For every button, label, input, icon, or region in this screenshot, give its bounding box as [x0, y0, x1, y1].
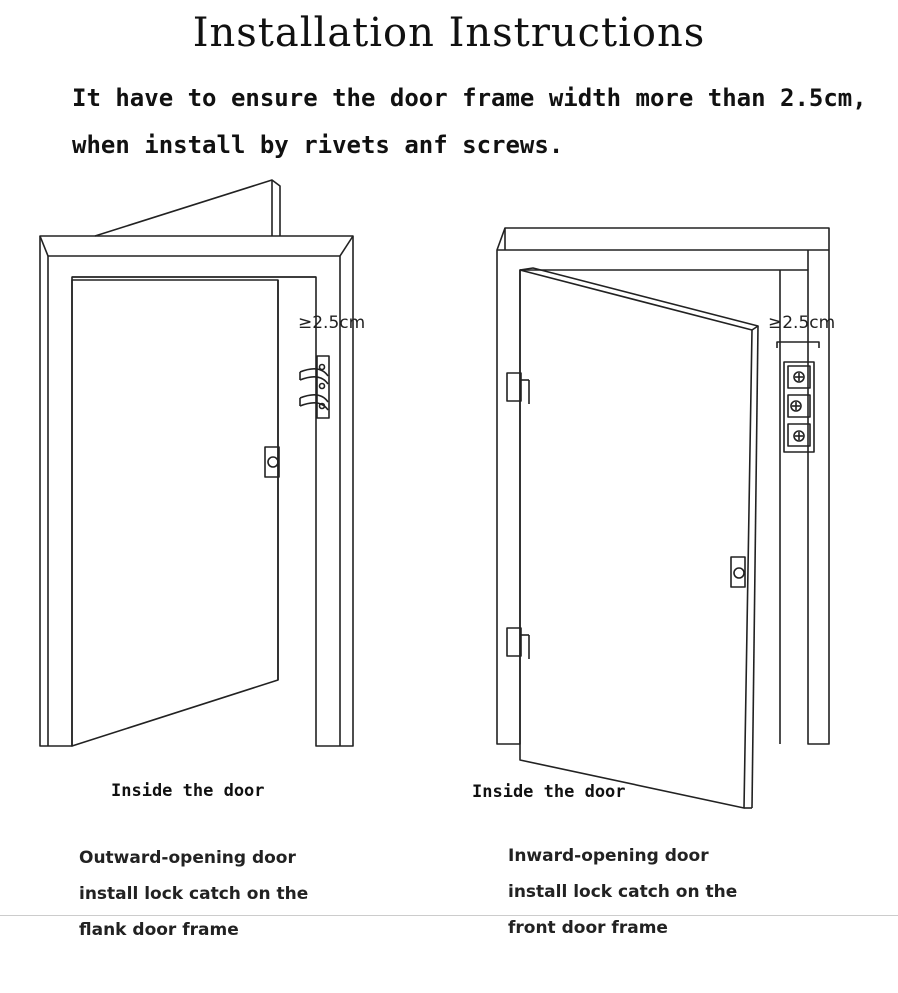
left-description: Outward-opening door install lock catch …: [79, 840, 308, 948]
width-requirement-note-line-2: when install by rivets anf screws.: [72, 131, 564, 159]
left-door-drawing: [39, 179, 354, 747]
right-door-drawing: [496, 227, 830, 809]
right-description-line-2: install lock catch on the: [508, 882, 738, 902]
screw-icon: [776, 341, 820, 453]
left-description-line-2: install lock catch on the: [79, 884, 309, 904]
right-description-line-1: Inward-opening door: [508, 846, 709, 866]
right-caption: Inside the door: [472, 782, 626, 802]
width-requirement-note-line-1: It have to ensure the door frame width m…: [72, 84, 867, 112]
page-title: Installation Instructions: [192, 10, 706, 56]
right-description-line-3: front door frame: [508, 918, 668, 938]
left-description-line-3: flank door frame: [79, 920, 239, 940]
left-width-label: ≥2.5cm: [298, 313, 365, 333]
lock-catch-icon: [299, 355, 330, 419]
right-description: Inward-opening door install lock catch o…: [508, 838, 737, 946]
right-width-label: ≥2.5cm: [768, 313, 835, 333]
left-caption: Inside the door: [111, 781, 265, 801]
divider-line: [0, 915, 898, 916]
left-description-line-1: Outward-opening door: [79, 848, 296, 868]
